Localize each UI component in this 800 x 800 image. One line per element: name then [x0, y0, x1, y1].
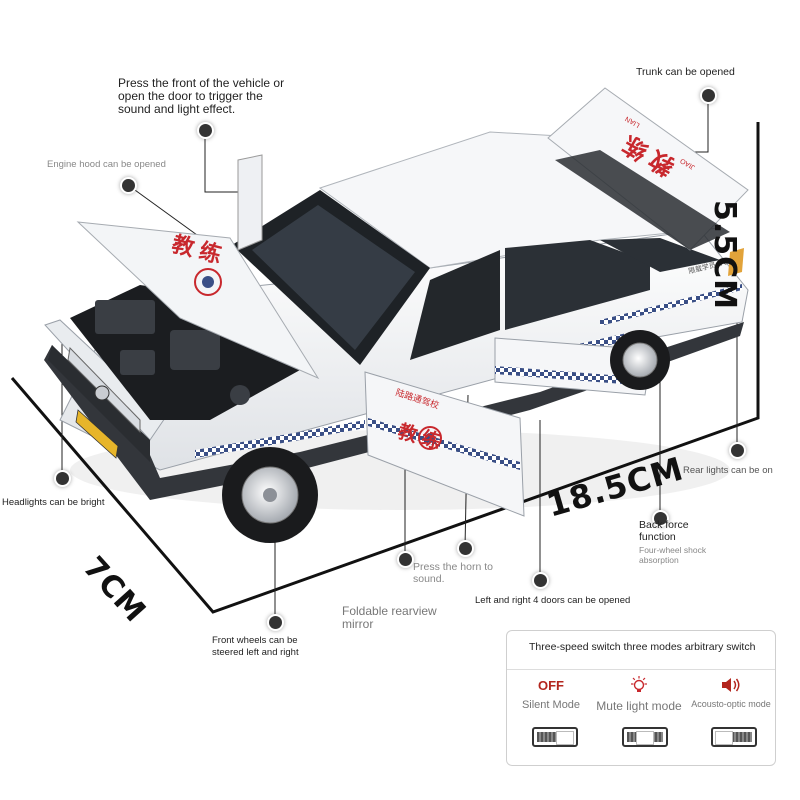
callout-dot-front-wheels: [269, 616, 282, 629]
callout-shock: Four-wheel shock absorption: [639, 545, 707, 565]
callout-dot-mirror: [399, 553, 412, 566]
callout-dot-doors: [534, 574, 547, 587]
bulb-icon: [595, 675, 683, 695]
callout-rear-lights: Rear lights can be on: [683, 465, 773, 476]
hood-emblem: [194, 268, 222, 296]
callout-hood: Engine hood can be opened: [47, 159, 166, 170]
callout-trunk: Trunk can be opened: [636, 66, 735, 78]
switch-acousto-optic-toggle[interactable]: [711, 727, 757, 747]
height-dimension-label: 5.5CM: [707, 200, 742, 311]
callout-dot-hood: [122, 179, 135, 192]
mode-mute-light: Mute light mode: [595, 675, 683, 713]
callout-dot-back-force: [654, 512, 667, 525]
callout-dot-trunk: [702, 89, 715, 102]
callout-dot-headlights: [56, 472, 69, 485]
switch-mode-panel: Three-speed switch three modes arbitrary…: [506, 630, 776, 766]
callout-mirror: Foldable rearview mirror: [342, 604, 437, 631]
panel-divider: [507, 669, 775, 670]
switch-panel-title: Three-speed switch three modes arbitrary…: [529, 641, 756, 653]
mode-silent-label: Silent Mode: [521, 699, 581, 711]
mode-acousto-optic-label: Acousto-optic mode: [691, 699, 771, 709]
callout-dot-rear-lights: [731, 444, 744, 457]
rear-wheel: [610, 330, 670, 390]
speaker-icon: [687, 675, 775, 695]
callout-back-force: Back force function: [639, 519, 689, 543]
car-model: [44, 87, 749, 543]
mode-mute-light-label: Mute light mode: [596, 699, 682, 713]
mode-silent: OFF Silent Mode: [507, 675, 595, 712]
mode-acousto-optic: Acousto-optic mode: [687, 675, 775, 709]
callout-horn: Press the horn to sound.: [413, 561, 493, 585]
front-wheel: [222, 447, 318, 543]
off-text-icon: OFF: [538, 677, 564, 693]
callout-dot-horn: [459, 542, 472, 555]
callout-sound-light: Press the front of the vehicle or open t…: [118, 76, 285, 116]
switch-silent-toggle[interactable]: [532, 727, 578, 747]
callout-doors: Left and right 4 doors can be opened: [475, 595, 631, 606]
callout-headlights: Headlights can be bright: [2, 497, 105, 508]
switch-mute-light-toggle[interactable]: [622, 727, 668, 747]
callout-front-wheels: Front wheels can be steered left and rig…: [212, 635, 299, 658]
dimension-lines: [10, 122, 760, 614]
callout-dot-sound-light: [199, 124, 212, 137]
